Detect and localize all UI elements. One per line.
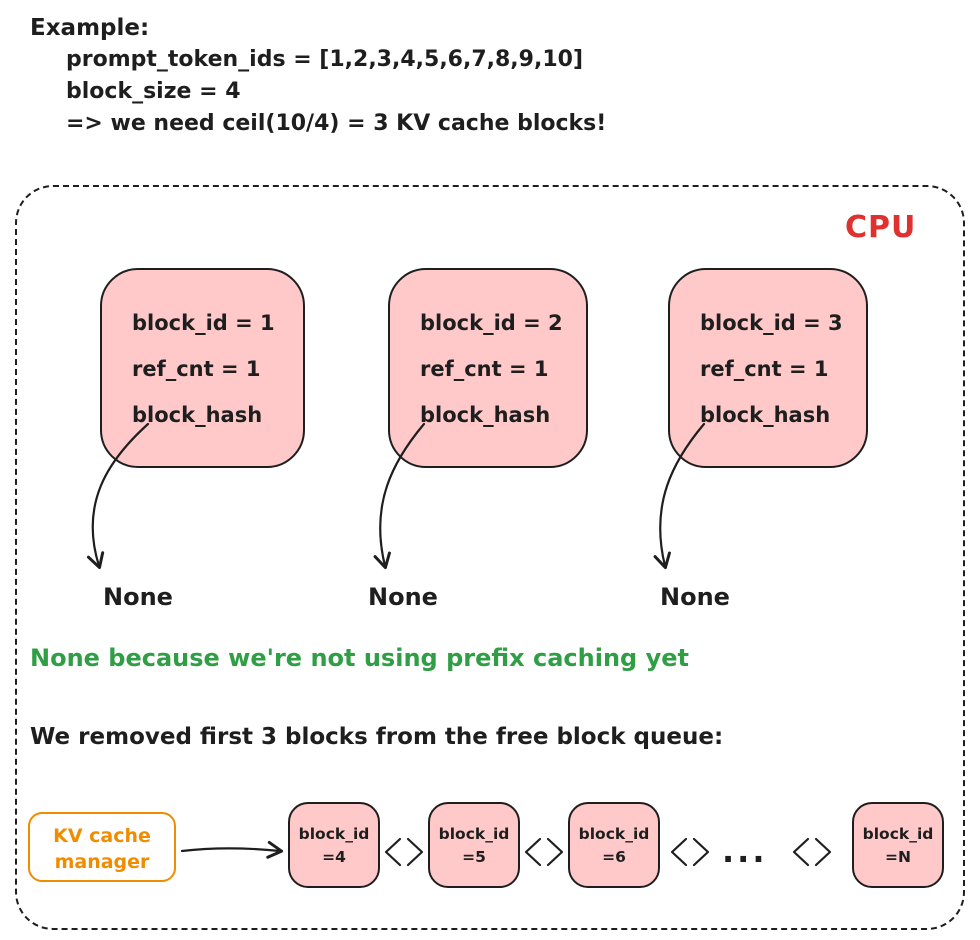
queue-block-n-label: block_id [862, 825, 934, 843]
none-pointer-label-2: None [368, 583, 438, 611]
ref-cnt-text-2: ref_cnt = 1 [420, 357, 549, 381]
kv-block-card-1: block_id = 1 ref_cnt = 1 block_hash [100, 268, 305, 468]
queue-block-6-id: =6 [602, 848, 626, 866]
queue-block-4: block_id =4 [288, 802, 380, 888]
ref-cnt-text-1: ref_cnt = 1 [132, 357, 261, 381]
block-hash-text-3: block_hash [700, 403, 831, 427]
block-id-text-2: block_id = 2 [420, 311, 563, 335]
queue-block-5-id: =5 [462, 848, 486, 866]
manager-label-line2: manager [54, 851, 150, 873]
example-section: Example: prompt_token_ids = [1,2,3,4,5,6… [30, 12, 606, 140]
kv-block-card-2: block_id = 2 ref_cnt = 1 block_hash [388, 268, 588, 468]
manager-label-line1: KV cache [53, 825, 151, 847]
cpu-container [15, 185, 965, 930]
example-line-conclusion: => we need ceil(10/4) = 3 KV cache block… [66, 111, 607, 136]
queue-block-5: block_id =5 [428, 802, 520, 888]
prefix-caching-note: None because we're not using prefix cach… [30, 644, 689, 672]
queue-block-4-id: =4 [322, 848, 346, 866]
block-id-text-3: block_id = 3 [700, 311, 843, 335]
ref-cnt-text-3: ref_cnt = 1 [700, 357, 829, 381]
kv-cache-manager-box: KV cache manager [28, 812, 176, 882]
block-id-text-1: block_id = 1 [132, 311, 275, 335]
none-pointer-label-3: None [660, 583, 730, 611]
queue-block-n: block_id =N [852, 802, 944, 888]
block-hash-text-2: block_hash [420, 403, 551, 427]
queue-block-6: block_id =6 [568, 802, 660, 888]
queue-ellipsis: ... [722, 832, 768, 870]
queue-block-4-label: block_id [298, 825, 370, 843]
block-hash-text-1: block_hash [132, 403, 263, 427]
example-title: Example: [30, 15, 150, 41]
queue-block-6-label: block_id [578, 825, 650, 843]
example-line-prompt-token-ids: prompt_token_ids = [1,2,3,4,5,6,7,8,9,10… [66, 47, 583, 72]
example-line-block-size: block_size = 4 [66, 79, 241, 104]
free-queue-note: We removed first 3 blocks from the free … [30, 724, 724, 750]
none-pointer-label-1: None [103, 583, 173, 611]
queue-block-n-id: =N [885, 848, 911, 866]
queue-block-5-label: block_id [438, 825, 510, 843]
cpu-label: CPU [845, 210, 917, 245]
kv-block-card-3: block_id = 3 ref_cnt = 1 block_hash [668, 268, 868, 468]
